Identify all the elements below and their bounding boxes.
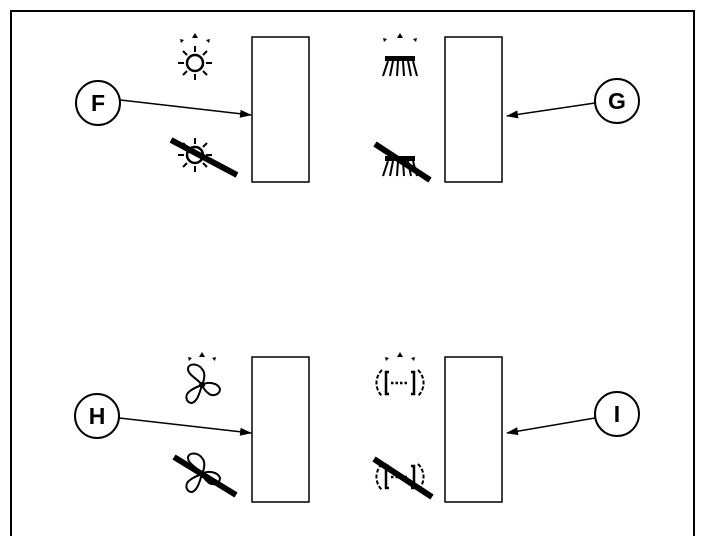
callout-i-leader bbox=[506, 417, 596, 436]
callout-f-leader bbox=[119, 99, 252, 118]
panel-h[interactable] bbox=[251, 356, 310, 503]
brush-off-icon bbox=[373, 141, 432, 183]
callout-h-leader bbox=[118, 417, 252, 436]
callout-f: F bbox=[75, 80, 252, 126]
callout-g: G bbox=[506, 78, 640, 124]
brush-on-icon bbox=[382, 33, 418, 77]
light-on-icon bbox=[178, 33, 212, 80]
callout-h: H bbox=[74, 393, 252, 439]
heater-on-icon bbox=[375, 352, 425, 397]
fan-on-icon bbox=[185, 352, 222, 405]
callout-i: I bbox=[506, 391, 640, 437]
callout-h-circle bbox=[74, 393, 120, 439]
callout-f-circle bbox=[75, 80, 121, 126]
light-off-icon bbox=[169, 137, 239, 178]
callout-g-circle bbox=[594, 78, 640, 124]
callout-i-label: I bbox=[614, 401, 620, 427]
callout-g-label: G bbox=[608, 88, 626, 114]
panel-f[interactable] bbox=[251, 36, 310, 183]
panel-g[interactable] bbox=[444, 36, 503, 183]
callout-f-label: F bbox=[91, 90, 105, 116]
heater-off-icon bbox=[372, 456, 434, 500]
panel-i[interactable] bbox=[444, 356, 503, 503]
callout-g-leader bbox=[506, 102, 596, 119]
callout-i-circle bbox=[594, 391, 640, 437]
diagram-border bbox=[10, 10, 695, 536]
fan-off-icon bbox=[172, 452, 238, 498]
callout-h-label: H bbox=[89, 403, 106, 429]
